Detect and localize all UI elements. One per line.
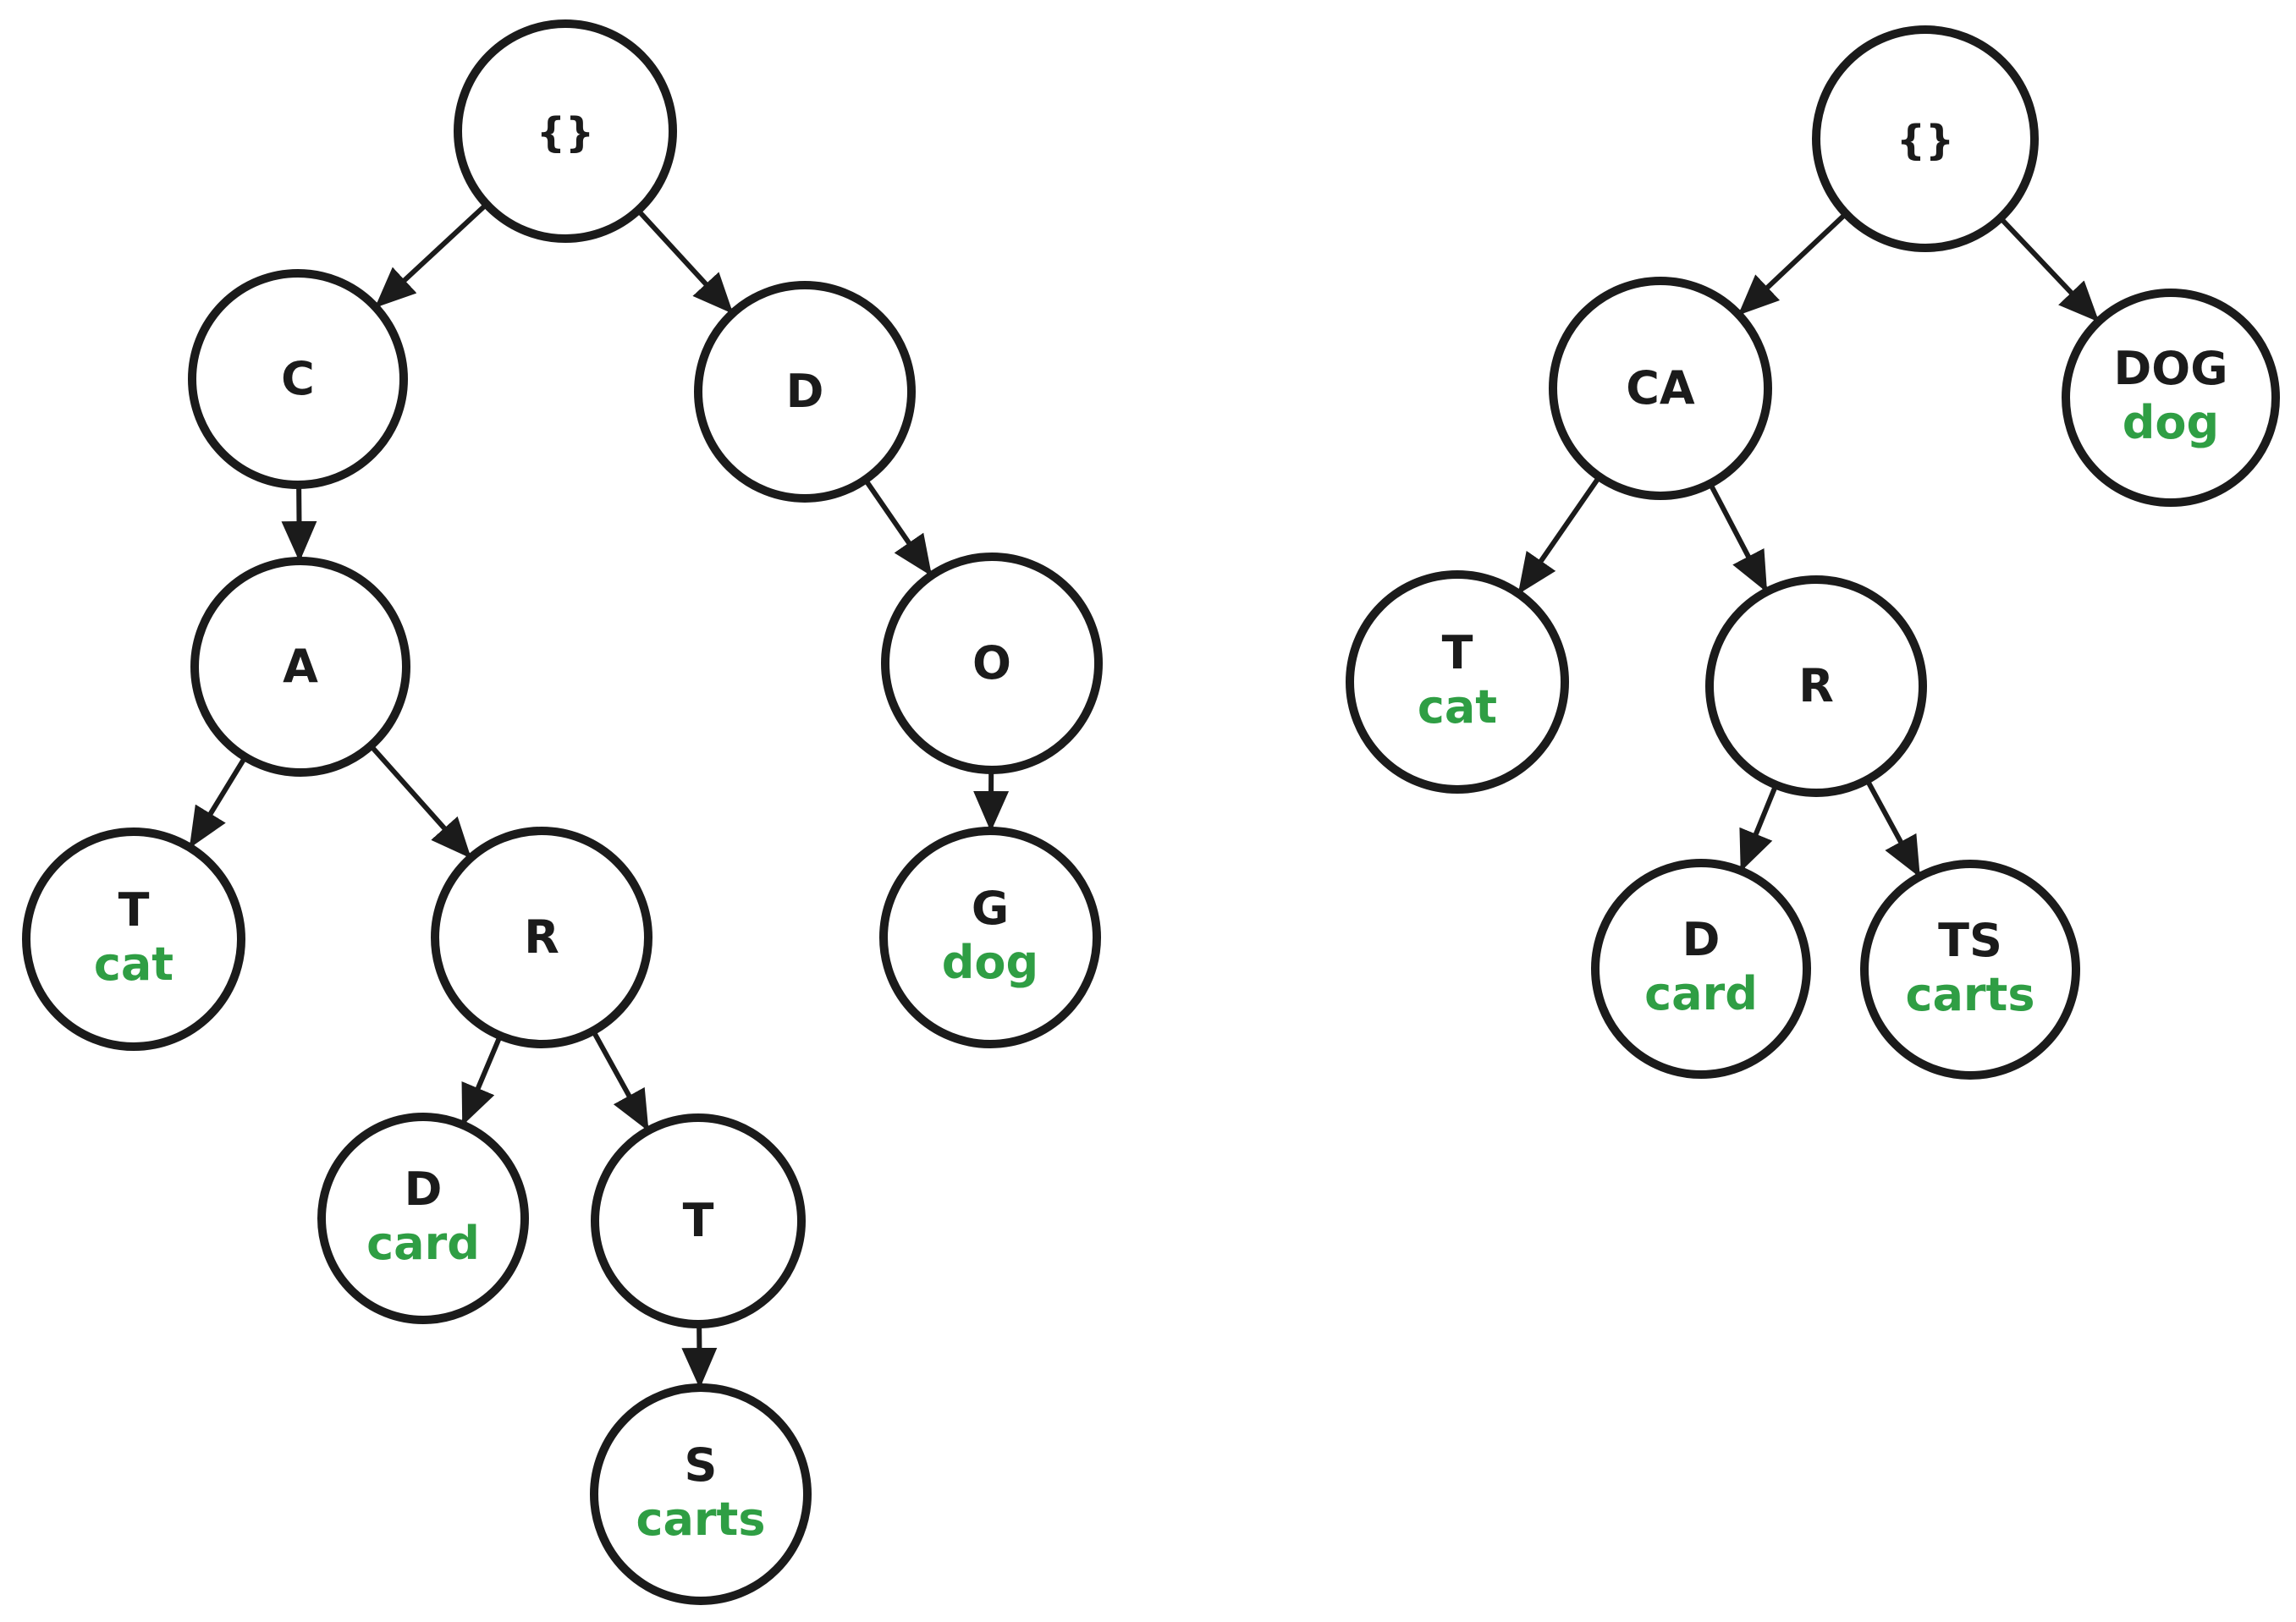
- node-label-r1: R: [524, 910, 559, 964]
- tree-node-r2: [1705, 575, 1927, 797]
- edge-d1-to-o: [864, 479, 933, 577]
- edge-ca-to-t3: [1517, 476, 1601, 595]
- tree-node-ca: [1549, 277, 1772, 500]
- node-label-d2: D: [405, 1163, 443, 1216]
- node-label-g: G: [972, 882, 1009, 935]
- node-label-dog: DOG: [2113, 342, 2227, 395]
- node-label-root: {}: [537, 109, 594, 157]
- node-value-d3: card: [1644, 967, 1758, 1020]
- tree-node-c: [188, 269, 408, 489]
- node-label-s: S: [685, 1438, 718, 1492]
- edge-t2-to-s: [681, 1323, 718, 1389]
- tree-node-dog: [2062, 289, 2280, 507]
- node-label-root2: {}: [1897, 117, 1954, 164]
- tree-node-d3: [1591, 859, 1811, 1079]
- tree-node-ts: [1860, 860, 2080, 1080]
- tree-node-o: [881, 553, 1103, 774]
- tree-node-root2: [1812, 25, 2039, 252]
- tree-node-t3: [1346, 570, 1569, 794]
- edge-r1-to-d2: [460, 1035, 502, 1126]
- edge-a-to-r1: [370, 745, 472, 860]
- tree-node-root: [454, 19, 677, 243]
- node-value-d2: card: [366, 1217, 480, 1270]
- tree-node-t2: [591, 1113, 806, 1328]
- edge-r1-to-t2: [592, 1030, 651, 1132]
- node-label-t1: T: [118, 883, 150, 937]
- edge-r2-to-d3: [1738, 784, 1778, 872]
- node-label-t3: T: [1442, 626, 1473, 679]
- edge-root-to-d1: [636, 209, 735, 315]
- node-label-ca: CA: [1626, 361, 1695, 415]
- node-value-dog: dog: [2123, 396, 2219, 449]
- node-value-s: carts: [636, 1493, 765, 1546]
- node-value-ts: carts: [1905, 968, 2034, 1021]
- node-label-r2: R: [1798, 659, 1834, 712]
- edge-r2-to-ts: [1865, 779, 1922, 878]
- edge-root2-to-ca: [1737, 212, 1847, 316]
- node-label-a: A: [283, 640, 318, 693]
- node-label-d3: D: [1682, 913, 1721, 966]
- tree-node-d1: [694, 281, 916, 503]
- node-label-t2: T: [683, 1194, 714, 1247]
- tree-node-r1: [431, 827, 652, 1048]
- edge-root2-to-dog: [1999, 217, 2101, 323]
- node-label-d1: D: [786, 365, 824, 418]
- edge-root-to-c: [374, 203, 487, 309]
- edge-ca-to-r2: [1709, 483, 1769, 593]
- node-value-t3: cat: [1418, 680, 1497, 734]
- tree-node-d2: [317, 1113, 529, 1324]
- node-label-c: C: [281, 352, 315, 405]
- edge-c-to-a: [281, 484, 317, 563]
- node-label-o: O: [972, 636, 1011, 690]
- tree-node-t1: [22, 827, 245, 1051]
- node-value-t1: cat: [94, 937, 173, 991]
- node-label-ts: TS: [1938, 914, 2002, 967]
- node-value-g: dog: [942, 936, 1038, 989]
- edge-a-to-t1: [188, 756, 247, 849]
